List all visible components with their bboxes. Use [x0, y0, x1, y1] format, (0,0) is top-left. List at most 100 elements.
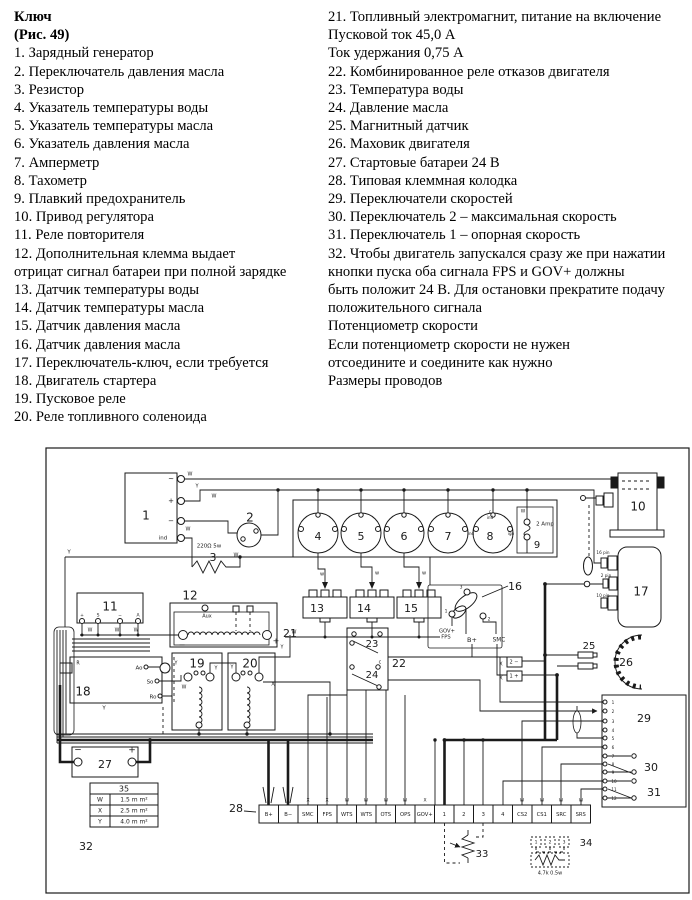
legend-line: отрицат сигнал батареи при полной зарядк… [14, 263, 287, 280]
legend-line: 32. Чтобы двигатель запускался сразу же … [328, 245, 666, 262]
schematic-label: + [168, 497, 174, 505]
legend-line: 23. Температура воды [328, 81, 464, 98]
schematic-label: 3 [210, 551, 217, 564]
schematic-label: 29 [637, 712, 651, 725]
schematic-label: + [128, 746, 136, 756]
legend-line: 10. Привод регулятора [14, 209, 154, 226]
schematic-label: 27 [98, 758, 112, 771]
schematic-label: W [364, 798, 369, 804]
terminal-cell [570, 804, 591, 824]
schematic-label: 21 [283, 627, 297, 640]
legend-line: 14. Датчик температуры масла [14, 300, 205, 317]
schematic-label: Ao [135, 666, 143, 672]
schematic-label: 5 [358, 530, 365, 543]
legend-line: 5. Указатель температуры масла [14, 118, 214, 135]
schematic-label: Y [280, 645, 284, 651]
terminals [73, 475, 637, 801]
legend-line: Пусковой ток 45,0 А [328, 27, 456, 44]
terminal-cell-label: SMC [302, 812, 314, 818]
terminal-cell-label: GOV+ [417, 812, 433, 818]
schematic-label: 16 [508, 580, 522, 593]
legend-line: 3. Резистор [14, 81, 85, 98]
schematic-label: 1 [445, 609, 448, 615]
legend-line: 31. Переключатель 1 – опорная скорость [328, 227, 581, 244]
schematic-label: W [345, 798, 350, 804]
legend-right-items: 21. Топливный электромагнит, питание на … [328, 8, 690, 390]
schematic-label: 2 pin [601, 573, 612, 578]
schematic-label: 14 [357, 602, 371, 615]
legend-line: 24. Давление масла [328, 100, 449, 117]
legend-title: Ключ [14, 9, 52, 25]
schematic-label: 23 [366, 639, 379, 650]
schematic-label: 6 [401, 530, 408, 543]
schematic-label: − [179, 641, 186, 650]
schematic-label: Y [214, 666, 218, 672]
schematic-label: R [76, 661, 80, 667]
schematic-label: 28 [229, 802, 243, 815]
schematic-label: ~ [168, 475, 174, 483]
schematic-label: W [292, 630, 297, 636]
power-cables [57, 584, 559, 805]
schematic-label: X [423, 798, 426, 804]
legend-line: 22. Комбинированное реле отказов двигате… [328, 63, 610, 80]
legend-line: быть положит 24 В. Для остановки прекрат… [328, 282, 665, 299]
dashed-wires [162, 480, 652, 868]
schematic-label: 4.0 m m² [120, 819, 148, 826]
legend-line: 8. Тахометр [14, 172, 87, 189]
schematic-label: 30 [644, 761, 658, 774]
schematic-label: SMC [493, 638, 506, 644]
legend-line: Потенциометр скорости [328, 318, 478, 335]
legend-line: 13. Датчик температуры воды [14, 282, 200, 299]
legend-line: 12. Дополнительная клемма выдает [14, 245, 236, 262]
schematic-label: 4 [612, 728, 615, 733]
schematic-label: A [136, 613, 140, 619]
wires [56, 478, 635, 867]
schematic-label: 22 [392, 657, 406, 670]
schematic-label: X [98, 808, 102, 815]
schematic-label: Ro [150, 695, 158, 701]
schematic-label: B+ [467, 636, 477, 644]
legend-line: 15. Датчик давления масла [14, 318, 181, 335]
schematic-label: W [579, 798, 584, 804]
terminal-cell-label: SRC [556, 812, 567, 818]
terminal-cell-label: CS1 [537, 812, 547, 818]
schematic-label: 9 [534, 540, 540, 551]
schematic-label: 33 [476, 849, 489, 860]
schematic-label: W [186, 527, 191, 533]
schematic-label: FPS [441, 635, 450, 641]
legend-line: отсоедините и соедините как нужно [328, 354, 553, 371]
schematic-label: 10 [630, 500, 645, 514]
schematic-label: 31 [647, 786, 661, 799]
sensor-arrowheads [322, 582, 422, 589]
legend-line: 2. Переключатель давления масла [14, 63, 225, 80]
schematic-label: 32 [79, 840, 93, 853]
terminal-cell-label: OTS [380, 812, 391, 818]
schematic-label: 9 [612, 770, 615, 775]
schematic-label: 34 [580, 838, 593, 849]
schematic-label: 19 [189, 657, 204, 671]
schematic-label: 7 [612, 754, 615, 759]
schematic-label: 1 [535, 840, 538, 846]
schematic-label: + [273, 637, 280, 646]
terminal-cell-label: SRS [576, 812, 586, 818]
schematic-label: 3 [612, 719, 615, 724]
legend-line: Если потенциометр скорости не нужен [328, 336, 570, 353]
schematic-label: 12 [182, 589, 197, 603]
junction-dots [80, 488, 559, 742]
legend-line: кнопки пуска оба сигнала FPS и GOV+ долж… [328, 263, 625, 280]
terminal-cell-label: 1 [443, 812, 446, 818]
legend-right-column: 21. Топливный электромагнит, питание на … [328, 8, 690, 390]
schematic-label: ind [159, 536, 168, 542]
schematic-label: 2 Amp [536, 522, 554, 528]
legend-line: 4. Указатель температуры воды [14, 100, 209, 117]
terminal-cell-label: B+ [265, 812, 273, 818]
schematic-label: 11 [611, 787, 617, 792]
schematic-label: W [182, 685, 187, 691]
legend-line: 17. Переключатель-ключ, если требуется [14, 354, 269, 371]
schematic-label: c [489, 509, 492, 514]
schematic-label: Aux [202, 614, 212, 620]
